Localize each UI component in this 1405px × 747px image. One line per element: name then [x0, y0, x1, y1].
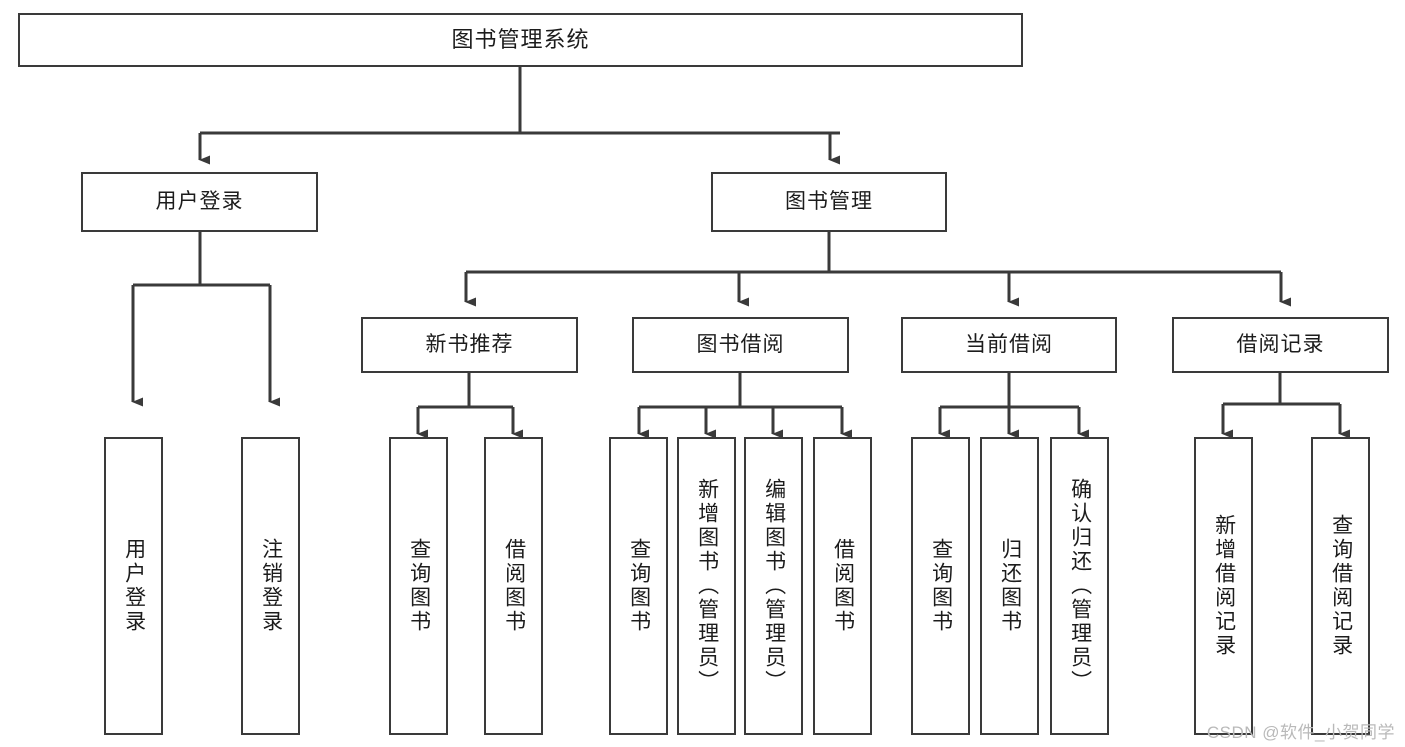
node-new-book-recommend[interactable]: 新书推荐 — [361, 317, 578, 373]
leaf-borrow-edit-book-admin[interactable]: 编辑图书（管理员） — [744, 437, 803, 735]
leaf-record-add-record[interactable]: 新增借阅记录 — [1194, 437, 1253, 735]
node-root-system[interactable]: 图书管理系统 — [18, 13, 1023, 67]
leaf-record-query-record[interactable]: 查询借阅记录 — [1311, 437, 1370, 735]
leaf-borrow-query-book[interactable]: 查询图书 — [609, 437, 668, 735]
leaf-recommend-query-book[interactable]: 查询图书 — [389, 437, 448, 735]
leaf-current-query-book[interactable]: 查询图书 — [911, 437, 970, 735]
node-user-login[interactable]: 用户登录 — [81, 172, 318, 232]
leaf-current-confirm-return-admin[interactable]: 确认归还（管理员） — [1050, 437, 1109, 735]
leaf-current-return-book[interactable]: 归还图书 — [980, 437, 1039, 735]
node-book-borrow[interactable]: 图书借阅 — [632, 317, 849, 373]
node-current-borrow[interactable]: 当前借阅 — [901, 317, 1117, 373]
leaf-borrow-borrow-book[interactable]: 借阅图书 — [813, 437, 872, 735]
node-book-management[interactable]: 图书管理 — [711, 172, 947, 232]
leaf-user-login-signin[interactable]: 用户登录 — [104, 437, 163, 735]
node-borrow-record[interactable]: 借阅记录 — [1172, 317, 1389, 373]
watermark-credit: CSDN @软件_小贺同学 — [1206, 723, 1395, 742]
leaf-user-login-signout[interactable]: 注销登录 — [241, 437, 300, 735]
leaf-recommend-borrow-book[interactable]: 借阅图书 — [484, 437, 543, 735]
leaf-borrow-add-book-admin[interactable]: 新增图书（管理员） — [677, 437, 736, 735]
